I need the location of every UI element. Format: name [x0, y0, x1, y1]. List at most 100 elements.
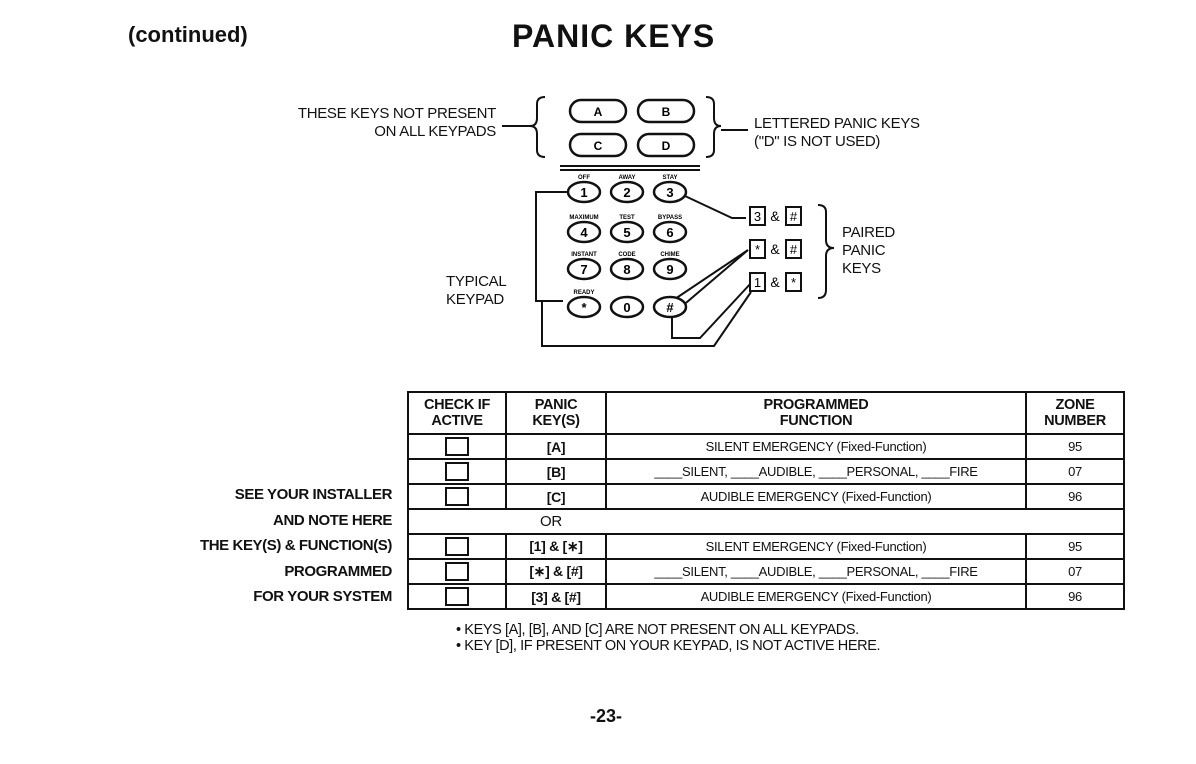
active-checkbox[interactable] [445, 462, 469, 481]
table-row: [1] & [∗] SILENT EMERGENCY (Fixed-Functi… [407, 533, 1125, 560]
header-function-line1: PROGRAMMED [763, 397, 869, 413]
svg-text:&: & [770, 208, 780, 224]
table-header-row: CHECK IF ACTIVE PANIC KEY(S) PROGRAMMED … [407, 391, 1125, 435]
table-row: [3] & [#] AUDIBLE EMERGENCY (Fixed-Funct… [407, 583, 1125, 610]
zone-cell: 95 [1025, 433, 1125, 460]
check-cell [407, 458, 507, 485]
table-row: [C] AUDIBLE EMERGENCY (Fixed-Function) 9… [407, 483, 1125, 510]
paired-label-line2: PANIC [842, 242, 886, 259]
footnote-2: • KEY [D], IF PRESENT ON YOUR KEYPAD, IS… [456, 638, 881, 654]
check-cell [407, 483, 507, 510]
svg-text:MAXIMUM: MAXIMUM [569, 215, 598, 221]
svg-text:3: 3 [754, 209, 761, 224]
svg-text:STAY: STAY [662, 175, 677, 181]
paired-keys: 3&#*&#1&* [749, 206, 802, 292]
function-cell: ____SILENT, ____AUDIBLE, ____PERSONAL, _… [605, 458, 1027, 485]
header-check-line1: CHECK IF [423, 397, 491, 413]
number-keys: OFF1AWAY2STAY3MAXIMUM4TEST5BYPASS6INSTAN… [566, 175, 688, 319]
panic-key-cell: [B] [505, 458, 607, 485]
footnote-1: • KEYS [A], [B], AND [C] ARE NOT PRESENT… [456, 622, 859, 638]
right-brace [705, 96, 722, 158]
svg-text:*: * [791, 275, 796, 290]
number-key: OFF 1 [566, 175, 602, 204]
svg-text:C: C [594, 139, 603, 153]
svg-text:1: 1 [580, 185, 587, 200]
letter-key-c: C [568, 132, 628, 158]
panic-key-cell: [A] [505, 433, 607, 460]
typical-label-line1: TYPICAL [446, 273, 507, 290]
table-row: [∗] & [#] ____SILENT, ____AUDIBLE, ____P… [407, 558, 1125, 585]
svg-text:*: * [581, 300, 587, 315]
svg-text:INSTANT: INSTANT [571, 252, 597, 258]
or-spacer [407, 508, 506, 535]
svg-text:&: & [770, 241, 780, 257]
zone-cell: 96 [1025, 583, 1125, 610]
check-cell [407, 583, 507, 610]
installer-note: SEE YOUR INSTALLER AND NOTE HERE THE KEY… [140, 482, 392, 610]
installer-note-line2: AND NOTE HERE [273, 511, 392, 529]
header-function-line2: FUNCTION [779, 413, 853, 429]
svg-text:2: 2 [623, 185, 630, 200]
paired-key-combo: *&# [749, 239, 802, 259]
lettered-panic-keys-label: LETTERED PANIC KEYS ("D" IS NOT USED) [754, 115, 920, 151]
svg-text:9: 9 [666, 262, 673, 277]
function-cell: SILENT EMERGENCY (Fixed-Function) [605, 533, 1027, 560]
letter-key-d: D [636, 132, 696, 158]
paired-key-combo: 3&# [749, 206, 802, 226]
zone-cell: 96 [1025, 483, 1125, 510]
header-zone-line2: NUMBER [1044, 413, 1106, 429]
paired-panic-keys-label: PAIRED PANIC KEYS [842, 224, 895, 278]
svg-text:#: # [666, 300, 674, 315]
keys-not-present-label: THESE KEYS NOT PRESENT ON ALL KEYPADS [240, 105, 496, 141]
header-keys-line2: KEY(S) [532, 413, 580, 429]
header-keys-line1: PANIC [534, 397, 578, 413]
number-key: MAXIMUM 4 [566, 215, 602, 244]
active-checkbox[interactable] [445, 562, 469, 581]
active-checkbox[interactable] [445, 487, 469, 506]
panic-key-cell: [C] [505, 483, 607, 510]
svg-text:4: 4 [580, 225, 588, 240]
header-check: CHECK IF ACTIVE [407, 391, 507, 435]
svg-text:3: 3 [666, 185, 673, 200]
header-zone-line1: ZONE [1055, 397, 1095, 413]
function-cell: AUDIBLE EMERGENCY (Fixed-Function) [605, 583, 1027, 610]
check-cell [407, 533, 507, 560]
zone-cell: 07 [1025, 458, 1125, 485]
function-cell: ____SILENT, ____AUDIBLE, ____PERSONAL, _… [605, 558, 1027, 585]
footnotes: • KEYS [A], [B], AND [C] ARE NOT PRESENT… [456, 622, 881, 654]
continued-label: (continued) [128, 22, 248, 47]
panic-key-cell: [3] & [#] [505, 583, 607, 610]
table-row: [B] ____SILENT, ____AUDIBLE, ____PERSONA… [407, 458, 1125, 485]
number-key: READY* [566, 290, 602, 319]
svg-text:CODE: CODE [618, 252, 635, 258]
number-key: INSTANT 7 [566, 252, 602, 281]
number-key: 0 [609, 295, 645, 319]
page-title: PANIC KEYS [512, 18, 716, 54]
svg-text:5: 5 [623, 225, 630, 240]
svg-text:A: A [594, 105, 603, 119]
lettered-label-line1: LETTERED PANIC KEYS [754, 115, 920, 132]
left-brace [529, 96, 546, 158]
installer-note-line1: SEE YOUR INSTALLER [234, 486, 393, 503]
function-cell: AUDIBLE EMERGENCY (Fixed-Function) [605, 483, 1027, 510]
active-checkbox[interactable] [445, 437, 469, 456]
zone-cell: 95 [1025, 533, 1125, 560]
svg-text:7: 7 [580, 262, 587, 277]
installer-note-line4: PROGRAMMED [284, 562, 392, 580]
header-keys: PANIC KEY(S) [505, 391, 607, 435]
svg-text:#: # [790, 242, 798, 257]
svg-text:OFF: OFF [578, 175, 590, 181]
svg-text:&: & [770, 274, 780, 290]
paired-label-line1: PAIRED [842, 224, 895, 241]
svg-text:CHIME: CHIME [660, 252, 679, 258]
panic-key-cell: [1] & [∗] [505, 533, 607, 560]
number-key: # [652, 295, 688, 319]
svg-text:BYPASS: BYPASS [658, 215, 682, 221]
active-checkbox[interactable] [445, 587, 469, 606]
active-checkbox[interactable] [445, 537, 469, 556]
keys-not-present-line2: ON ALL KEYPADS [374, 123, 496, 140]
paired-brace [817, 204, 835, 299]
or-text: OR [506, 508, 1125, 535]
